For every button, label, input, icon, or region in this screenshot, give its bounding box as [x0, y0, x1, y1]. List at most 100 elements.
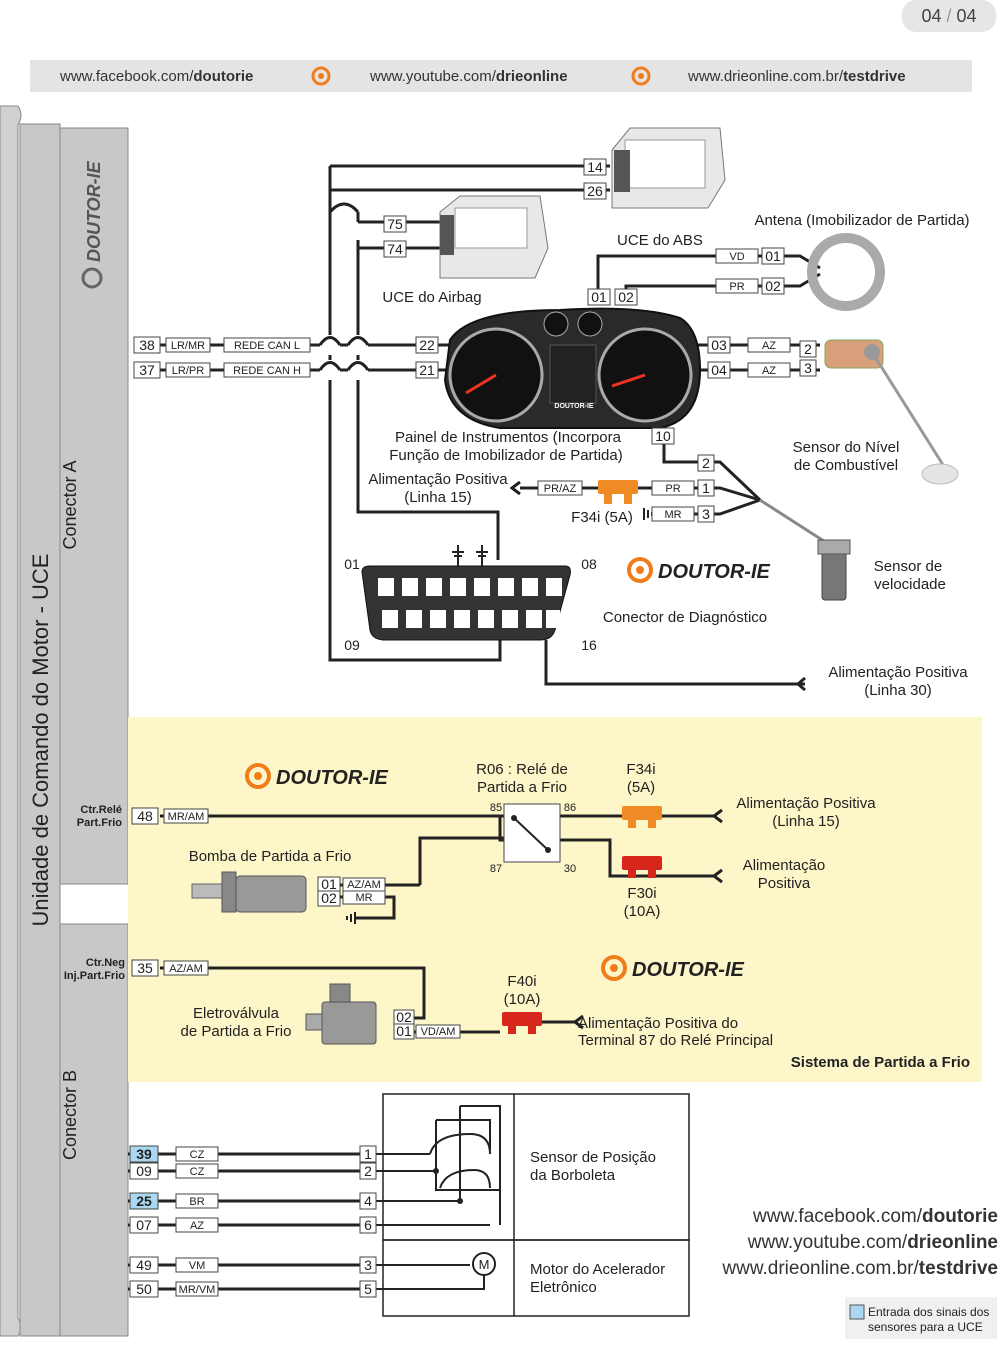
youtube-link-bottom[interactable]: www.youtube.com/drieonline	[747, 1232, 998, 1253]
pin-labels-top: 14 26 75 74 38 37 LR/MR LR/PR REDE CAN L…	[133, 158, 817, 523]
svg-text:REDE CAN H: REDE CAN H	[233, 365, 301, 377]
youtube-link[interactable]: www.youtube.com/drieonline	[369, 68, 568, 85]
svg-text:02: 02	[396, 1009, 412, 1025]
svg-text:AZ: AZ	[762, 340, 776, 352]
svg-text:LR/PR: LR/PR	[172, 365, 204, 377]
svg-text:de Combustível: de Combustível	[794, 457, 898, 474]
tps-label-line1: Sensor de Posição	[530, 1149, 656, 1166]
svg-text:37: 37	[139, 362, 155, 378]
ecu-pin-number: 39	[136, 1146, 152, 1162]
svg-text:08: 08	[581, 556, 597, 572]
abs-module: UCE do ABS	[611, 127, 726, 249]
svg-text:(Linha 15): (Linha 15)	[772, 813, 840, 830]
terminal-number: 6	[364, 1217, 372, 1233]
svg-text:MR: MR	[355, 892, 372, 904]
wire-color: AZ	[190, 1220, 204, 1232]
svg-text:Alimentação Positiva: Alimentação Positiva	[828, 664, 968, 681]
svg-text:Alimentação Positiva: Alimentação Positiva	[368, 471, 508, 488]
ecu-pin-number: 07	[136, 1217, 152, 1233]
bottom-wires	[128, 1105, 501, 1291]
svg-text:DOUTOR-IE: DOUTOR-IE	[276, 767, 389, 789]
ground-icon	[643, 508, 653, 520]
svg-text:VD/AM: VD/AM	[421, 1026, 456, 1038]
ecu-pin-number: 49	[136, 1257, 152, 1273]
fuse-f34: F34i (5A)	[622, 761, 662, 828]
pin-row: 49 VM 3	[129, 1256, 377, 1274]
svg-text:Terminal 87 do Relé Principal: Terminal 87 do Relé Principal	[578, 1032, 773, 1049]
svg-text:Alimentação: Alimentação	[743, 857, 826, 874]
terminal-number: 2	[364, 1163, 372, 1179]
terminal-number: 3	[364, 1257, 372, 1273]
svg-text:16: 16	[581, 637, 597, 653]
uce-title: Unidade de Comando do Motor - UCE	[28, 554, 53, 927]
connector-a-label: Conector A	[60, 460, 80, 549]
svg-text:Ctr.Neg: Ctr.Neg	[86, 957, 125, 969]
wire-color: MR/VM	[179, 1284, 216, 1296]
svg-text:21: 21	[419, 362, 435, 378]
svg-text:04 / 04: 04 / 04	[921, 6, 976, 26]
airbag-module: UCE do Airbag	[382, 195, 549, 306]
svg-text:F30i: F30i	[627, 885, 656, 902]
svg-text:(Linha 15): (Linha 15)	[404, 489, 472, 506]
terminal-number: 1	[364, 1146, 372, 1162]
svg-text:DOUTOR-IE: DOUTOR-IE	[554, 403, 593, 410]
svg-text:DOUTOR-IE: DOUTOR-IE	[632, 959, 745, 981]
svg-text:R06 : Relé de: R06 : Relé de	[476, 761, 568, 778]
svg-text:AZ/AM: AZ/AM	[169, 963, 203, 975]
instrument-cluster: DOUTOR-IE Painel de Instrumentos (Incorp…	[389, 307, 702, 464]
svg-text:F34i (5A): F34i (5A)	[571, 509, 633, 526]
svg-text:10: 10	[655, 428, 671, 444]
speed-sensor: Sensor de velocidade	[759, 498, 946, 601]
svg-text:09: 09	[344, 637, 360, 653]
terminal-number: 4	[364, 1193, 372, 1209]
svg-text:Sensor do Nível: Sensor do Nível	[793, 439, 900, 456]
svg-text:Sensor de: Sensor de	[874, 558, 942, 575]
svg-text:PR: PR	[665, 483, 680, 495]
svg-text:01: 01	[765, 248, 781, 264]
brand-logo: DOUTOR-IE	[627, 557, 771, 583]
svg-text:Inj.Part.Frio: Inj.Part.Frio	[64, 970, 125, 982]
facebook-link[interactable]: www.facebook.com/doutorie	[59, 68, 253, 85]
fuse-f40: F40i (10A)	[502, 973, 542, 1034]
svg-text:2: 2	[804, 341, 812, 357]
arrow-icon	[509, 480, 521, 496]
svg-text:01: 01	[396, 1023, 412, 1039]
svg-text:04: 04	[711, 362, 727, 378]
arrow-icon	[711, 808, 723, 824]
svg-text:PR/AZ: PR/AZ	[544, 483, 577, 495]
tps-label-line2: da Borboleta	[530, 1167, 616, 1184]
svg-text:22: 22	[419, 337, 435, 353]
svg-text:2: 2	[702, 455, 710, 471]
arrow-icon	[795, 676, 806, 692]
svg-text:Bomba de Partida a Frio: Bomba de Partida a Frio	[189, 848, 352, 865]
drieonline-link[interactable]: www.drieonline.com.br/testdrive	[687, 68, 906, 85]
svg-text:(Linha 30): (Linha 30)	[864, 682, 932, 699]
svg-text:30: 30	[564, 863, 576, 875]
wire-color: VM	[189, 1260, 206, 1272]
svg-text:35: 35	[137, 960, 153, 976]
drieonline-link-bottom[interactable]: www.drieonline.com.br/testdrive	[721, 1258, 998, 1279]
ground-icon	[452, 545, 488, 566]
svg-text:38: 38	[139, 337, 155, 353]
ground-icon	[346, 912, 356, 924]
legend: Entrada dos sinais dos sensores para a U…	[845, 1297, 997, 1339]
facebook-link-bottom[interactable]: www.facebook.com/doutorie	[752, 1206, 998, 1227]
svg-text:01: 01	[344, 556, 360, 572]
fuse-f30: F30i (10A)	[622, 856, 662, 920]
svg-text:01: 01	[321, 876, 337, 892]
brand-icon	[631, 66, 651, 86]
brand-logo: DOUTOR-IE	[245, 763, 389, 789]
connector-b-label: Conector B	[60, 1070, 80, 1160]
arrow-icon	[711, 868, 723, 884]
diag-connector-label: Conector de Diagnóstico	[603, 609, 767, 626]
brand-icon	[311, 66, 331, 86]
svg-text:Entrada dos sinais dos: Entrada dos sinais dos	[868, 1305, 989, 1319]
svg-text:F34i: F34i	[626, 761, 655, 778]
svg-text:DOUTOR-IE: DOUTOR-IE	[84, 160, 104, 262]
pin-row: 07 AZ 6	[129, 1216, 377, 1234]
svg-text:26: 26	[587, 183, 603, 199]
svg-text:Partida a Frio: Partida a Frio	[477, 779, 567, 796]
svg-text:Alimentação Positiva: Alimentação Positiva	[736, 795, 876, 812]
